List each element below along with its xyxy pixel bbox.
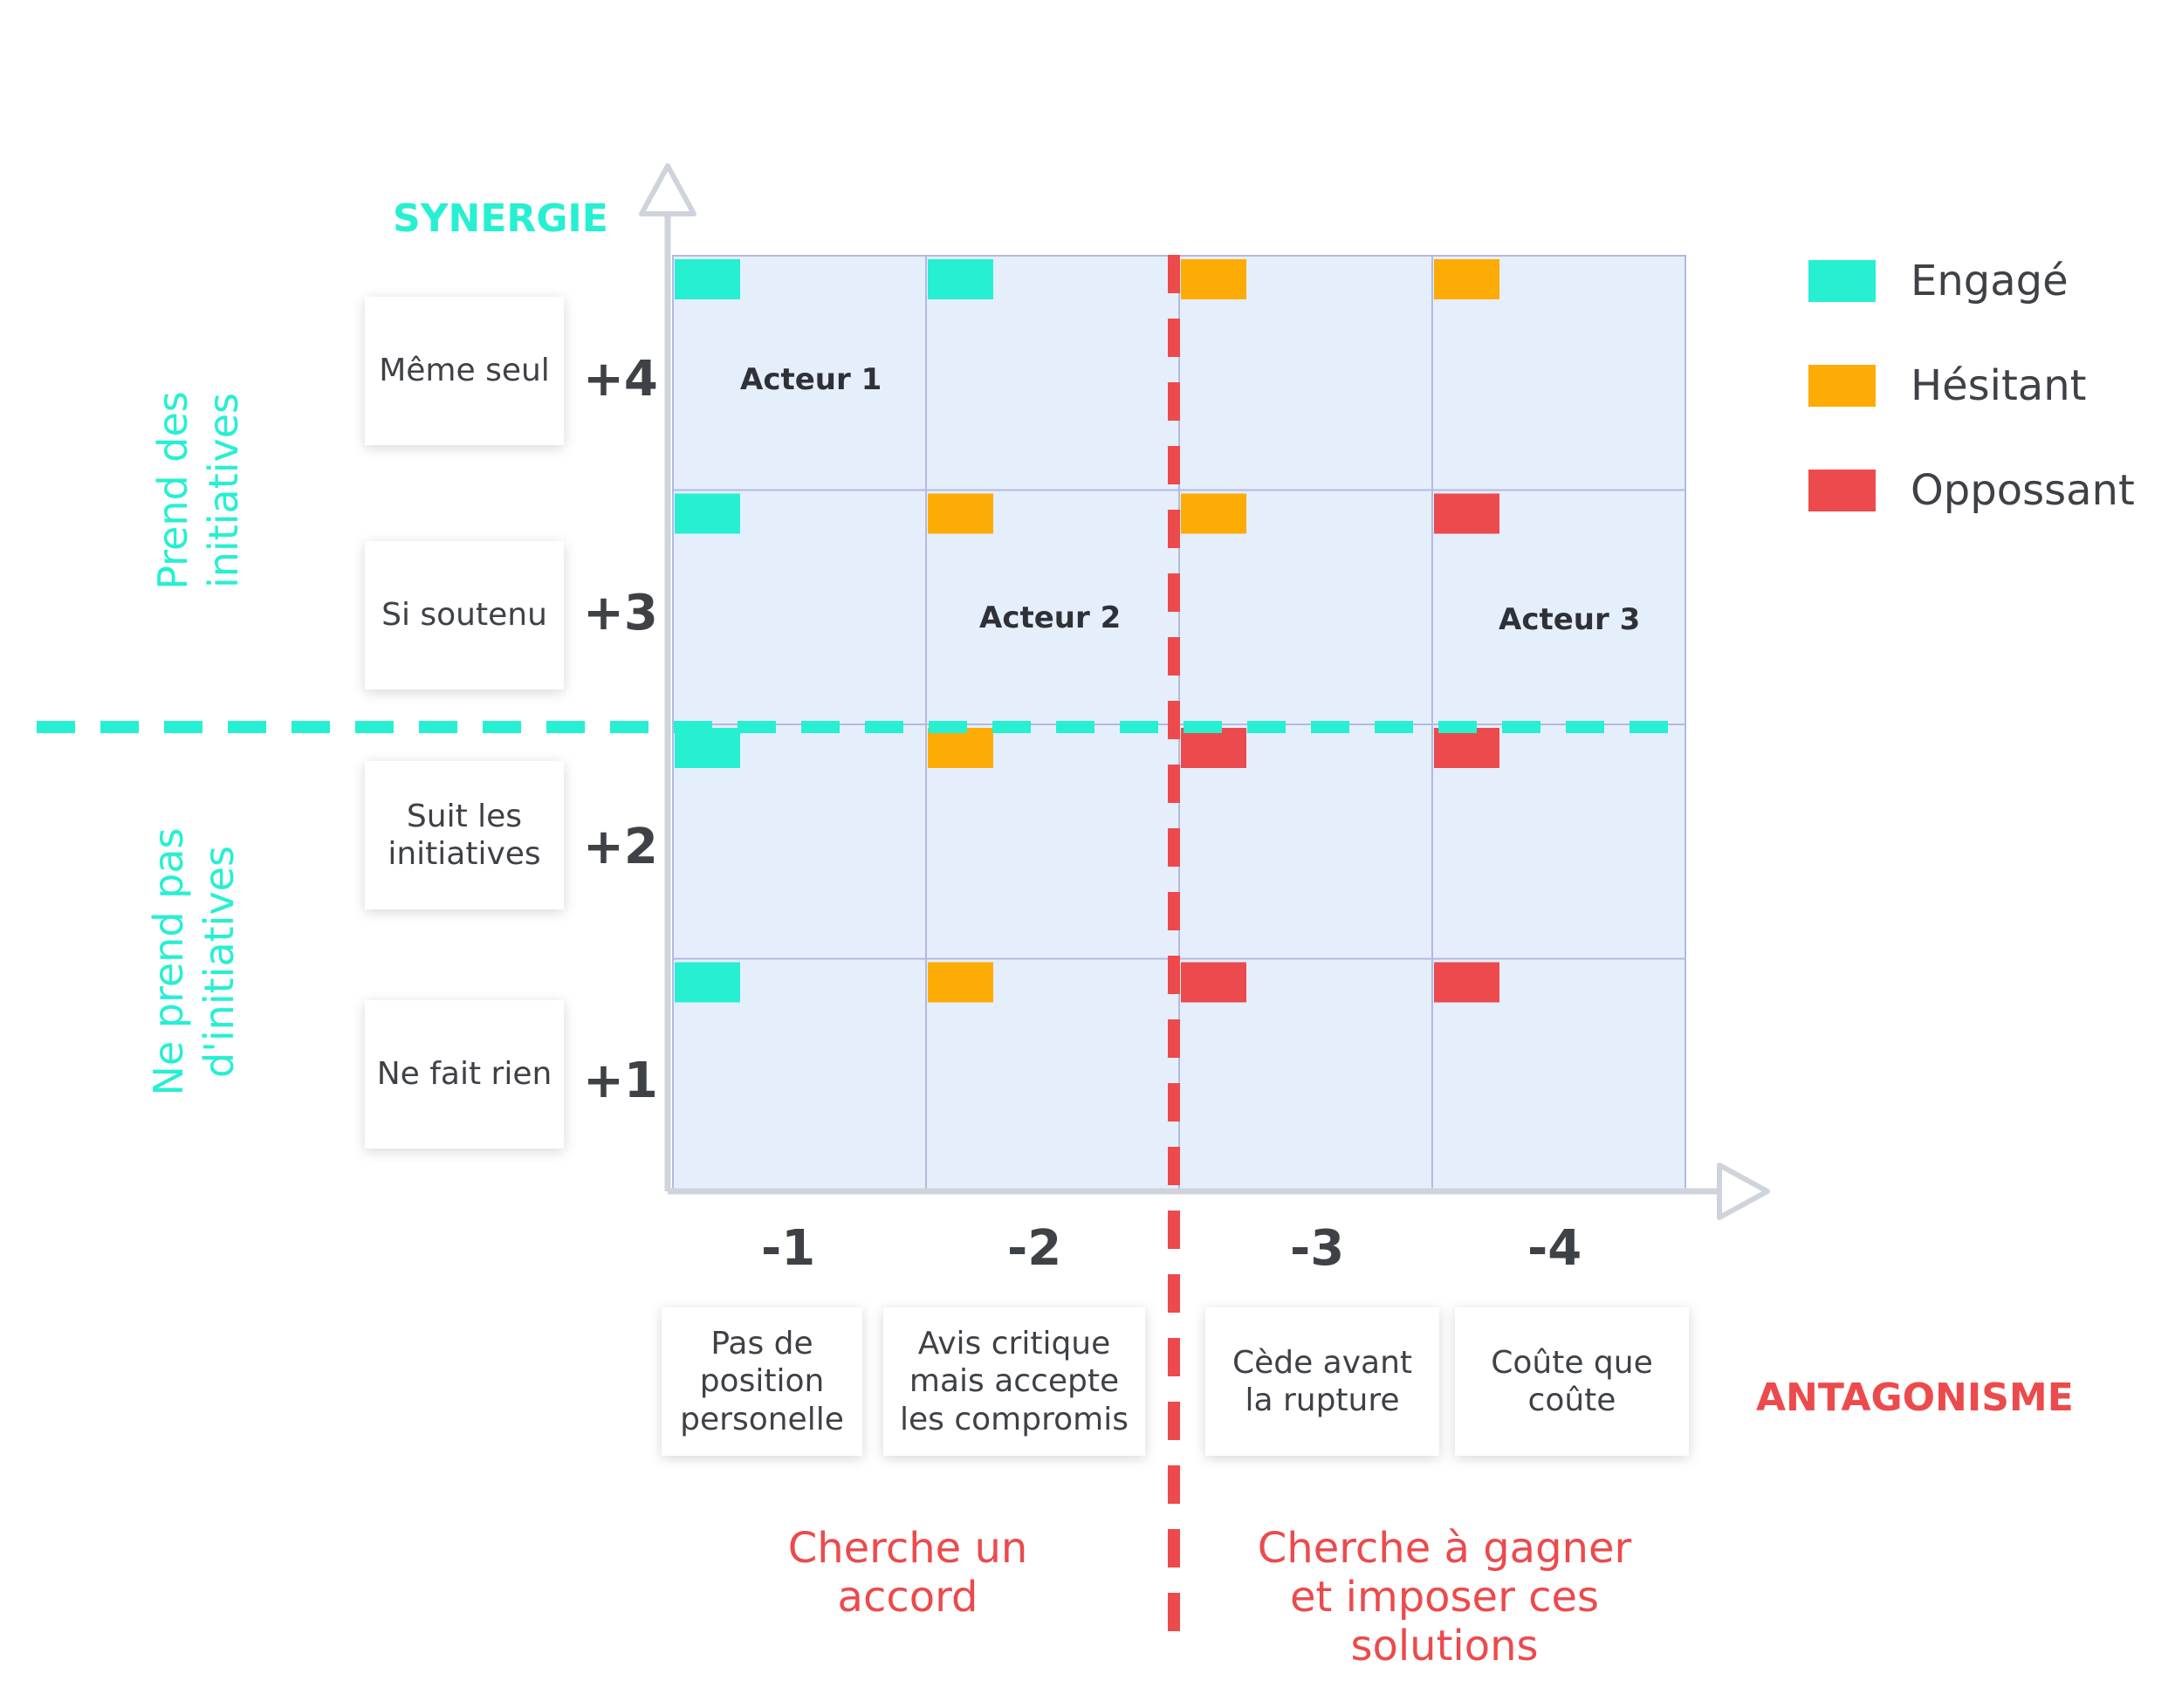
y-level-card-2: Suit les initiatives bbox=[365, 761, 564, 909]
lower-side-label-line-1: Ne prend pas bbox=[145, 827, 192, 1096]
category-marker-opposant bbox=[1181, 728, 1246, 768]
legend-label-opposant: Oppossant bbox=[1911, 466, 2135, 515]
left-zone-label: Cherche un accord bbox=[787, 1524, 1028, 1622]
category-marker-opposant bbox=[1434, 728, 1499, 768]
category-marker-hesitant bbox=[928, 728, 993, 768]
actor-3-label: Acteur 3 bbox=[1499, 602, 1641, 637]
y-level-value-4: +4 bbox=[583, 351, 658, 408]
x-level-card-3: Cède avant la rupture bbox=[1205, 1307, 1439, 1456]
legend-swatch-opposant bbox=[1808, 470, 1876, 511]
category-markers bbox=[675, 259, 1499, 1003]
x-axis-arrowhead bbox=[1717, 1163, 1770, 1220]
y-level-value-2: +2 bbox=[583, 819, 658, 875]
legend-item-hesitant: Hésitant bbox=[1808, 361, 2086, 410]
y-level-card-4: Même seul bbox=[365, 297, 564, 445]
category-marker-hesitant bbox=[1181, 259, 1246, 299]
category-marker-hesitant bbox=[1181, 493, 1246, 534]
x-level-value-4: -4 bbox=[1527, 1220, 1582, 1277]
legend-swatch-engage bbox=[1808, 260, 1876, 302]
category-marker-engage bbox=[675, 962, 740, 1003]
actor-2-label: Acteur 2 bbox=[979, 600, 1122, 635]
category-marker-engage bbox=[675, 493, 740, 534]
y-level-card-1: Ne fait rien bbox=[365, 1000, 564, 1149]
lower-side-label-line-2: d'initiatives bbox=[195, 846, 243, 1078]
category-marker-hesitant bbox=[928, 962, 993, 1003]
category-marker-hesitant bbox=[1434, 259, 1499, 299]
category-marker-opposant bbox=[1181, 962, 1246, 1003]
category-marker-opposant bbox=[1434, 962, 1499, 1003]
upper-side-label-line-2: initiatives bbox=[199, 392, 247, 589]
y-axis-title: SYNERGIE bbox=[393, 196, 608, 241]
y-level-value-1: +1 bbox=[583, 1053, 658, 1109]
lower-side-label: Ne prend pas d'initiatives bbox=[144, 770, 249, 1154]
y-level-card-3: Si soutenu bbox=[365, 541, 564, 689]
category-marker-engage bbox=[675, 259, 740, 299]
category-marker-engage bbox=[928, 259, 993, 299]
x-level-card-2: Avis critique mais accepte les compromis bbox=[883, 1307, 1145, 1456]
right-zone-label: Cherche à gagner et imposer ces solution… bbox=[1257, 1524, 1632, 1671]
x-level-value-2: -2 bbox=[1007, 1220, 1062, 1277]
category-marker-engage bbox=[675, 728, 740, 768]
y-axis-arrowhead bbox=[639, 163, 696, 216]
legend-item-engage: Engagé bbox=[1808, 257, 2069, 305]
actor-1-label: Acteur 1 bbox=[740, 362, 882, 397]
upper-side-label: Prend des initiatives bbox=[148, 316, 253, 665]
x-level-card-4: Coûte que coûte bbox=[1455, 1307, 1689, 1456]
upper-side-label-line-1: Prend des bbox=[149, 391, 196, 590]
legend-item-opposant: Oppossant bbox=[1808, 466, 2135, 515]
y-level-value-3: +3 bbox=[583, 585, 658, 641]
x-level-value-1: -1 bbox=[761, 1220, 816, 1277]
legend-label-engage: Engagé bbox=[1911, 257, 2069, 305]
x-axis-title: ANTAGONISME bbox=[1756, 1375, 2074, 1420]
legend-swatch-hesitant bbox=[1808, 365, 1876, 407]
category-marker-hesitant bbox=[928, 493, 993, 534]
x-level-card-1: Pas de position personelle bbox=[662, 1307, 862, 1456]
axes bbox=[639, 163, 1770, 1220]
x-level-value-3: -3 bbox=[1290, 1220, 1345, 1277]
legend-label-hesitant: Hésitant bbox=[1911, 361, 2087, 410]
category-marker-opposant bbox=[1434, 493, 1499, 534]
